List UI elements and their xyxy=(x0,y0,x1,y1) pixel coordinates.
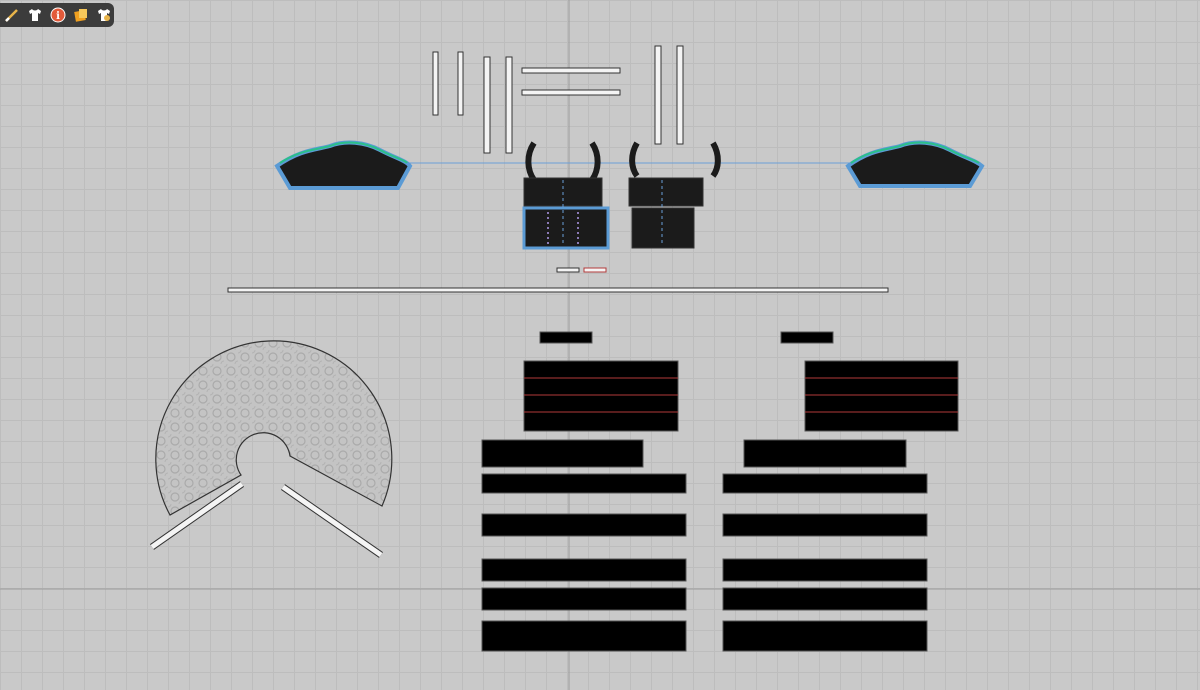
lace-cape-piece[interactable] xyxy=(155,340,393,516)
bodice-right[interactable] xyxy=(628,177,704,249)
curved-strap[interactable] xyxy=(525,141,537,182)
striped-panel[interactable] xyxy=(804,360,959,432)
bodice-left[interactable] xyxy=(522,177,610,250)
skirt-panel[interactable] xyxy=(481,558,687,582)
skirt-panel[interactable] xyxy=(481,513,687,537)
pattern-toolbar: i xyxy=(0,3,114,27)
waist-tab[interactable] xyxy=(780,331,834,344)
skirt-panels-right xyxy=(722,331,959,652)
skirt-panel[interactable] xyxy=(722,587,928,611)
svg-text:i: i xyxy=(56,11,60,22)
binding-strip[interactable] xyxy=(483,56,491,154)
long-binding[interactable] xyxy=(227,287,889,293)
curved-strap[interactable] xyxy=(710,141,721,178)
waist-tab[interactable] xyxy=(539,331,593,344)
binding-strip[interactable] xyxy=(457,51,464,116)
cape-binding[interactable] xyxy=(150,481,244,550)
seam-edge xyxy=(850,141,980,164)
skirt-panel[interactable] xyxy=(481,587,687,611)
skirt-panel[interactable] xyxy=(481,439,644,468)
skirt-panel[interactable] xyxy=(722,473,928,494)
skirt-panel[interactable] xyxy=(722,620,928,652)
curved-strap[interactable] xyxy=(629,141,640,178)
skirt-panels-left xyxy=(481,331,687,652)
seam-edge xyxy=(279,141,408,164)
info-icon[interactable]: i xyxy=(48,5,67,25)
curved-strap[interactable] xyxy=(589,141,601,182)
sleeve-cap-left[interactable] xyxy=(274,140,413,190)
pencil-ruler-icon[interactable] xyxy=(2,5,21,25)
skirt-panel[interactable] xyxy=(481,473,687,494)
skirt-panel[interactable] xyxy=(481,620,687,652)
skirt-panel[interactable] xyxy=(722,513,928,537)
fabric-swatch-icon[interactable] xyxy=(72,5,91,25)
small-tab[interactable] xyxy=(556,267,580,273)
binding-strip[interactable] xyxy=(505,56,513,154)
skirt-panel[interactable] xyxy=(722,558,928,582)
binding-strip[interactable] xyxy=(521,67,621,74)
small-tab[interactable] xyxy=(583,267,607,273)
striped-panel[interactable] xyxy=(523,360,679,432)
tshirt-icon[interactable] xyxy=(25,5,44,25)
skirt-panel[interactable] xyxy=(743,439,907,468)
binding-strips-top xyxy=(432,45,684,154)
binding-strip[interactable] xyxy=(676,45,684,145)
sleeve-cap-right[interactable] xyxy=(845,140,985,188)
binding-strip[interactable] xyxy=(432,51,439,116)
tshirt-star-icon[interactable] xyxy=(95,5,114,25)
cape-binding[interactable] xyxy=(281,484,383,558)
binding-strip[interactable] xyxy=(521,89,621,96)
binding-strip[interactable] xyxy=(654,45,662,145)
